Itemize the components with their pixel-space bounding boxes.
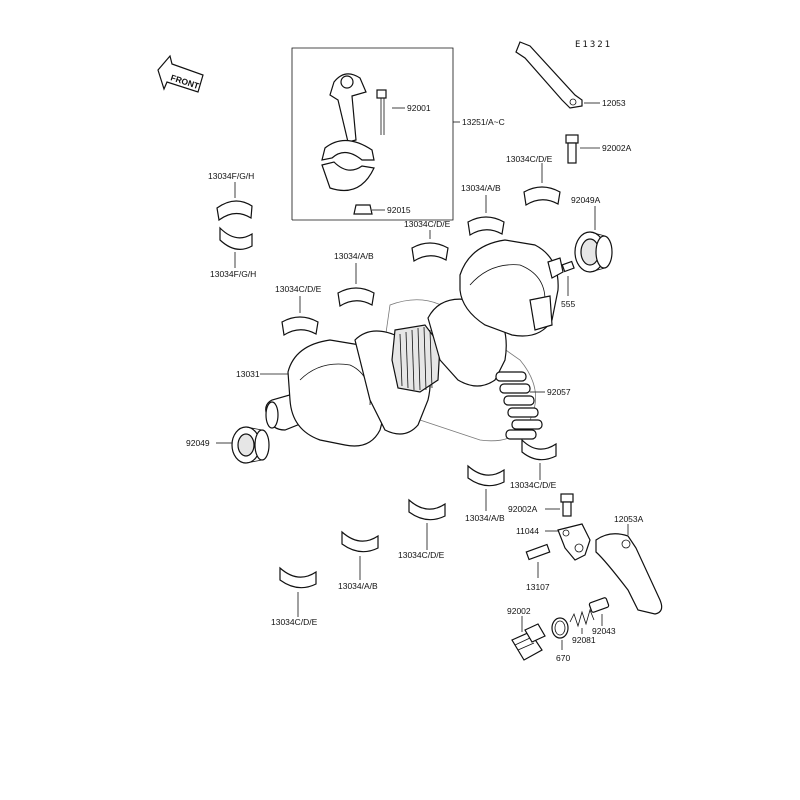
timing-chain-92057 <box>495 371 543 440</box>
label-13034FGH-a: 13034F/G/H <box>208 171 254 181</box>
label-92002A-bottom: 92002A <box>508 504 538 514</box>
label-13034FGH-b: 13034F/G/H <box>210 269 256 279</box>
bracket-12053 <box>515 41 600 164</box>
plug-bolt-92002 <box>511 623 546 661</box>
oil-seal-92049A <box>574 231 613 273</box>
label-92049: 92049 <box>186 438 210 448</box>
bolt-92002A-lower <box>560 493 574 517</box>
label-92001: 92001 <box>407 103 431 113</box>
bearing-shell-lower-4 <box>341 530 379 553</box>
pin-13107 <box>525 543 551 561</box>
label-13034AB-2: 13034/A/B <box>461 183 501 193</box>
label-92002A-top: 92002A <box>602 143 632 153</box>
plunger-92043 <box>588 597 610 613</box>
label-92043: 92043 <box>592 626 616 636</box>
label-13034AB-3: 13034/A/B <box>465 513 505 523</box>
bearing-shell-lower-1 <box>521 438 557 461</box>
chain-guide-12053A <box>595 533 663 615</box>
label-13034CDE-6: 13034C/D/E <box>271 617 318 627</box>
bearing-shell-upper-3 <box>411 242 449 262</box>
label-13034CDE-4: 13034C/D/E <box>510 480 557 490</box>
label-13034CDE-3: 13034C/D/E <box>506 154 553 164</box>
label-13251: 13251/A~C <box>462 117 505 127</box>
bearing-shell-lower-3 <box>408 498 446 521</box>
label-92081: 92081 <box>572 635 596 645</box>
label-13034AB-4: 13034/A/B <box>338 581 378 591</box>
bearing-shell-lower-2 <box>467 464 505 487</box>
label-92002: 92002 <box>507 606 531 616</box>
spring-92081 <box>569 608 595 628</box>
oil-seal-92049 <box>231 426 270 464</box>
label-13034CDE-1: 13034C/D/E <box>275 284 322 294</box>
label-13034AB-1: 13034/A/B <box>334 251 374 261</box>
label-670: 670 <box>556 653 570 663</box>
bearing-shell-upper-1 <box>281 316 319 336</box>
label-12053: 12053 <box>602 98 626 108</box>
label-92057: 92057 <box>547 387 571 397</box>
holder-11044 <box>557 523 591 561</box>
bearing-shell-13034FGH-upper <box>216 200 253 222</box>
diagram-code: E1321 <box>575 40 612 50</box>
bearing-shell-upper-4 <box>467 216 505 236</box>
connecting-rod-assembly <box>291 47 460 221</box>
label-13031: 13031 <box>236 369 260 379</box>
bearing-shell-upper-2 <box>337 287 375 307</box>
bearing-shell-upper-5 <box>523 186 561 206</box>
label-555: 555 <box>561 299 575 309</box>
pin-555 <box>561 260 575 273</box>
label-92015: 92015 <box>387 205 411 215</box>
o-ring-670 <box>551 617 569 639</box>
bearing-shell-lower-5 <box>279 566 317 589</box>
label-13034CDE-5: 13034C/D/E <box>398 550 445 560</box>
label-92049A: 92049A <box>571 195 601 205</box>
label-12053A: 12053A <box>614 514 644 524</box>
front-arrow-icon: FRONT <box>157 54 204 93</box>
label-13107: 13107 <box>526 582 550 592</box>
label-11044: 11044 <box>516 526 539 536</box>
bearing-shell-13034FGH-lower <box>219 226 253 250</box>
crankshaft-13031 <box>265 239 564 447</box>
label-13034CDE-2: 13034C/D/E <box>404 219 451 229</box>
